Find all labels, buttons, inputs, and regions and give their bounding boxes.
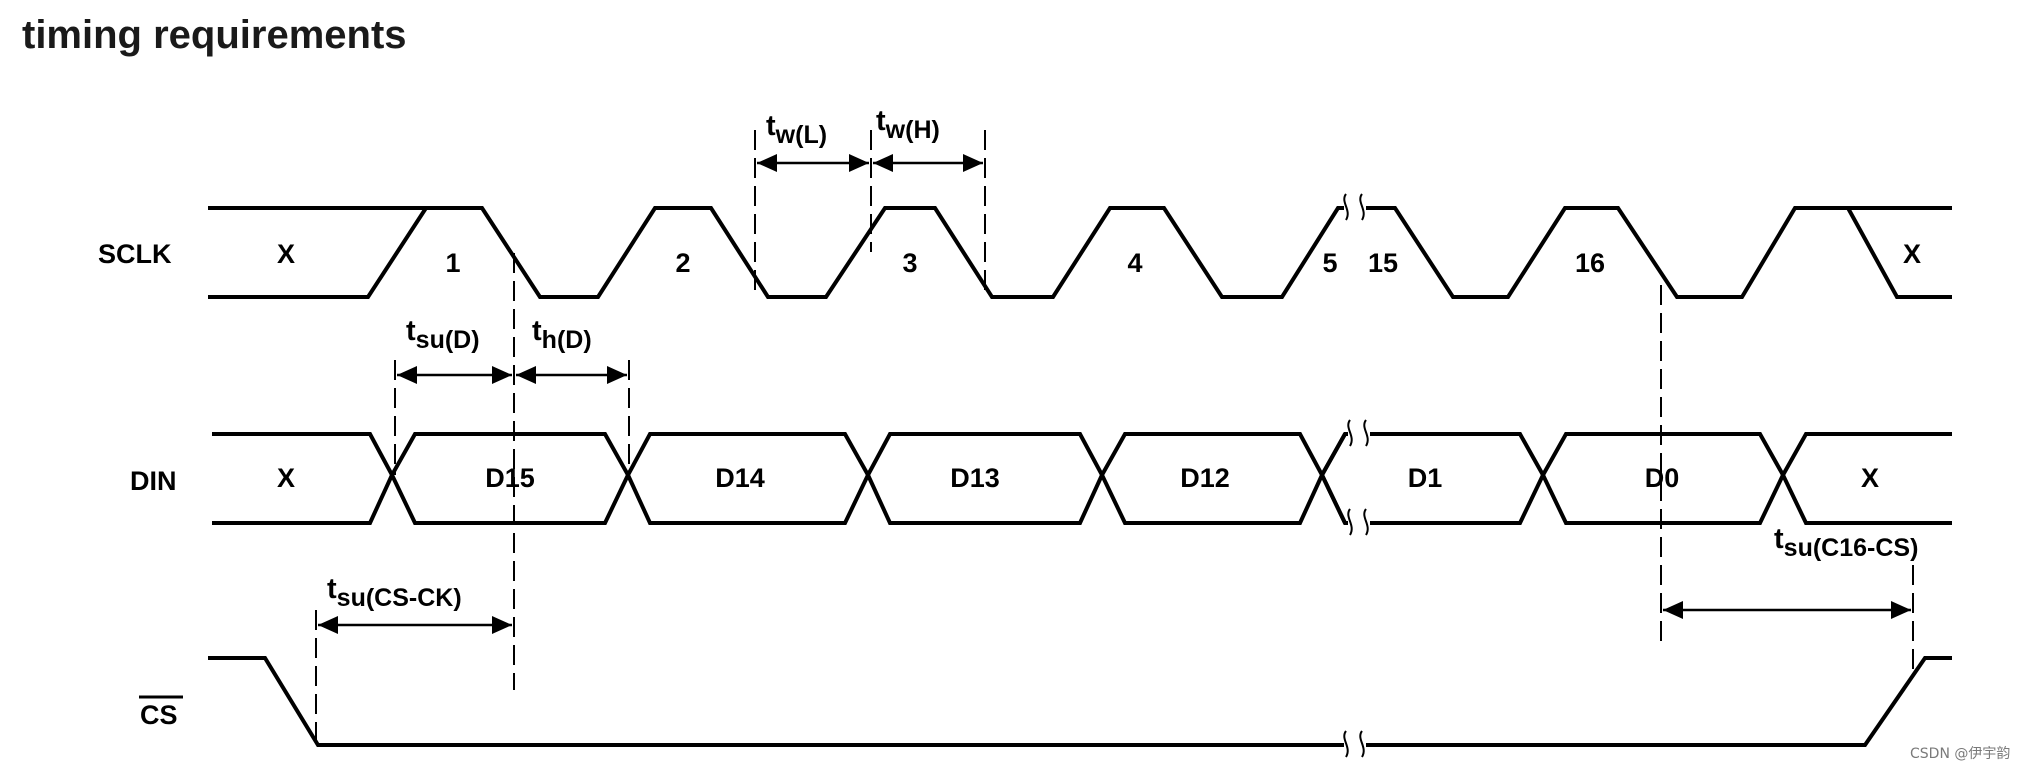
cs-waveform	[208, 656, 1952, 747]
sclk-cell-5: 5	[1322, 248, 1337, 278]
tw-l-dimension	[757, 154, 869, 172]
sclk-cell-x-end: X	[1903, 239, 1921, 269]
tsu-cs-ck-label: tsu(CS-CK)	[327, 573, 462, 612]
din-cell-d1: D1	[1408, 463, 1443, 493]
th-d-dimension	[516, 366, 627, 384]
din-waveform	[212, 432, 1952, 525]
sclk-waveform	[208, 206, 1952, 299]
page-title: timing requirements	[22, 13, 407, 57]
tsu-d-dimension	[397, 366, 512, 384]
din-break-top-icon	[1347, 419, 1370, 447]
watermark-text: CSDN @伊宇韵	[1910, 746, 2010, 762]
cs-label: CS	[140, 700, 178, 730]
sclk-clock-trace	[208, 206, 1347, 299]
sclk-cell-3: 3	[902, 248, 917, 278]
tsu-c16-cs-dimension	[1663, 601, 1911, 619]
sclk-clock-trace-2	[1362, 206, 1952, 299]
sclk-cell-15: 15	[1368, 248, 1398, 278]
th-d-label: th(D)	[532, 315, 592, 354]
tw-h-dimension	[873, 154, 983, 172]
din-cell-d15: D15	[485, 463, 535, 493]
cs-trace	[208, 656, 1347, 747]
cs-trace-2	[1362, 656, 1952, 747]
din-break-bottom-icon	[1347, 508, 1370, 536]
din-cell-d12: D12	[1180, 463, 1230, 493]
tsu-d-label: tsu(D)	[406, 315, 480, 354]
sclk-cell-4: 4	[1127, 248, 1142, 278]
cs-break-icon	[1343, 730, 1366, 758]
din-cell-d13: D13	[950, 463, 1000, 493]
din-label: DIN	[130, 466, 177, 496]
tsu-cs-ck-dimension	[318, 616, 512, 634]
sclk-cell-x-start: X	[277, 239, 295, 269]
din-cell-d14: D14	[715, 463, 765, 493]
sclk-cell-16: 16	[1575, 248, 1605, 278]
din-bottom-trace-2	[1320, 470, 1952, 525]
tw-l-label: tw(L)	[766, 110, 827, 149]
tw-h-label: tw(H)	[876, 105, 940, 144]
din-bottom-trace	[212, 470, 1347, 525]
din-top-trace	[212, 432, 1347, 480]
tsu-c16-cs-label: tsu(C16-CS)	[1774, 523, 1918, 562]
din-top-trace-2	[1320, 432, 1952, 480]
sclk-cell-1: 1	[445, 248, 460, 278]
din-cell-x-end: X	[1861, 463, 1879, 493]
sclk-break-icon	[1343, 193, 1366, 221]
din-cell-x-start: X	[277, 463, 295, 493]
reference-lines	[315, 130, 1914, 745]
sclk-label: SCLK	[98, 239, 172, 269]
sclk-cell-2: 2	[675, 248, 690, 278]
